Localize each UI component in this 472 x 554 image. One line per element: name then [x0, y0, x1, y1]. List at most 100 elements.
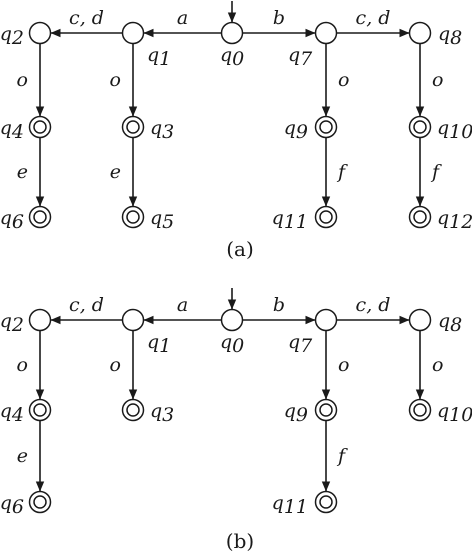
transition-label: o [338, 354, 349, 376]
state-q8: q8 [408, 308, 462, 336]
state-circle [314, 205, 338, 229]
initial-arrowhead [227, 299, 237, 310]
state-circle [28, 490, 52, 514]
accepting-ring [413, 210, 427, 224]
transition-q0-q1: a [143, 7, 222, 38]
state-q12: q12 [408, 205, 472, 233]
transition-q8-q10-arrowhead [415, 106, 425, 117]
state-q4: q4 [0, 115, 52, 143]
transition-q4-q6: e [17, 420, 45, 492]
state-circle [121, 308, 145, 332]
state-q2: q2 [0, 308, 52, 336]
state-label: q12 [437, 207, 472, 233]
transition-q4-q6: e [17, 137, 45, 207]
transition-label: f [430, 161, 442, 183]
transition-q8-q10: o [415, 43, 443, 117]
state-circle [121, 115, 145, 139]
state-q6: q6 [0, 490, 52, 518]
transition-label: a [177, 7, 188, 29]
state-q7: q7 [288, 308, 338, 357]
state-circle [28, 205, 52, 229]
transition-q3-q5: e [110, 137, 138, 207]
state-q11: q11 [272, 490, 338, 518]
accepting-ring [413, 403, 427, 417]
initial-arrow [227, 288, 237, 310]
state-label: q3 [150, 117, 174, 143]
transition-q1-q2-arrowhead [50, 315, 61, 325]
transition-q1-q3: o [110, 330, 138, 400]
transition-label: c, d [69, 7, 104, 29]
transition-q7-q9-arrowhead [321, 106, 331, 117]
panel-caption: (b) [226, 529, 254, 553]
transition-q2-q4-arrowhead [35, 389, 45, 400]
state-label: q9 [284, 400, 308, 426]
state-circle [408, 398, 432, 422]
state-circle [408, 308, 432, 332]
state-q0: q0 [220, 308, 244, 357]
state-circle [28, 115, 52, 139]
transition-q0-q1-arrowhead [143, 315, 154, 325]
transition-q4-q6-arrowhead [35, 196, 45, 207]
state-circle [28, 398, 52, 422]
state-label: q10 [437, 117, 472, 143]
transition-q9-q11-arrowhead [321, 481, 331, 492]
transition-q1-q3-arrowhead [128, 389, 138, 400]
state-label: q6 [0, 207, 24, 233]
state-circle [121, 205, 145, 229]
state-circle [408, 115, 432, 139]
state-circle [220, 308, 244, 332]
transition-q7-q9: o [321, 43, 349, 117]
state-circle [314, 398, 338, 422]
accepting-ring [33, 120, 47, 134]
state-circle [314, 308, 338, 332]
state-label: q5 [150, 207, 174, 233]
transition-q7-q9: o [321, 330, 349, 400]
state-q2: q2 [0, 21, 52, 49]
accepting-ring [319, 403, 333, 417]
state-label: q6 [0, 492, 24, 518]
state-q4: q4 [0, 398, 52, 426]
transition-label: o [338, 69, 349, 91]
transition-q7-q8-arrowhead [399, 315, 410, 325]
transition-q10-q12: f [415, 137, 442, 207]
state-q1: q1 [121, 21, 171, 70]
transition-label: o [17, 354, 28, 376]
transition-q8-q10-arrowhead [415, 389, 425, 400]
transition-label: e [110, 161, 121, 183]
state-circle [408, 21, 432, 45]
transition-q9-q11: f [321, 137, 348, 207]
state-label: q2 [0, 310, 24, 336]
transition-label: c, d [356, 7, 391, 29]
initial-arrowhead [227, 12, 237, 23]
transition-q3-q5-arrowhead [128, 196, 138, 207]
transition-q1-q3-arrowhead [128, 106, 138, 117]
state-label: q8 [438, 310, 462, 336]
transition-q0-q7: b [242, 7, 316, 38]
state-label: q11 [272, 207, 308, 233]
state-q1: q1 [121, 308, 171, 357]
state-q8: q8 [408, 21, 462, 49]
transition-label: o [110, 354, 121, 376]
state-label: q1 [147, 44, 171, 70]
transition-label: o [110, 69, 121, 91]
transition-q8-q10: o [415, 330, 443, 400]
transition-q2-q4-arrowhead [35, 106, 45, 117]
state-q11: q11 [272, 205, 338, 233]
state-label: q7 [288, 331, 313, 357]
state-q10: q10 [408, 115, 472, 143]
state-circle [220, 21, 244, 45]
state-q3: q3 [121, 398, 174, 426]
state-q10: q10 [408, 398, 472, 426]
state-circle [314, 490, 338, 514]
transition-q2-q4: o [17, 330, 45, 400]
transition-label: b [273, 7, 285, 29]
transition-label: o [432, 354, 443, 376]
transition-q0-q7-arrowhead [305, 28, 316, 38]
state-circle [28, 21, 52, 45]
accepting-ring [126, 210, 140, 224]
transition-label: f [336, 445, 348, 467]
transition-q2-q4: o [17, 43, 45, 117]
accepting-ring [319, 495, 333, 509]
transition-q1-q3: o [110, 43, 138, 117]
state-circle [28, 308, 52, 332]
